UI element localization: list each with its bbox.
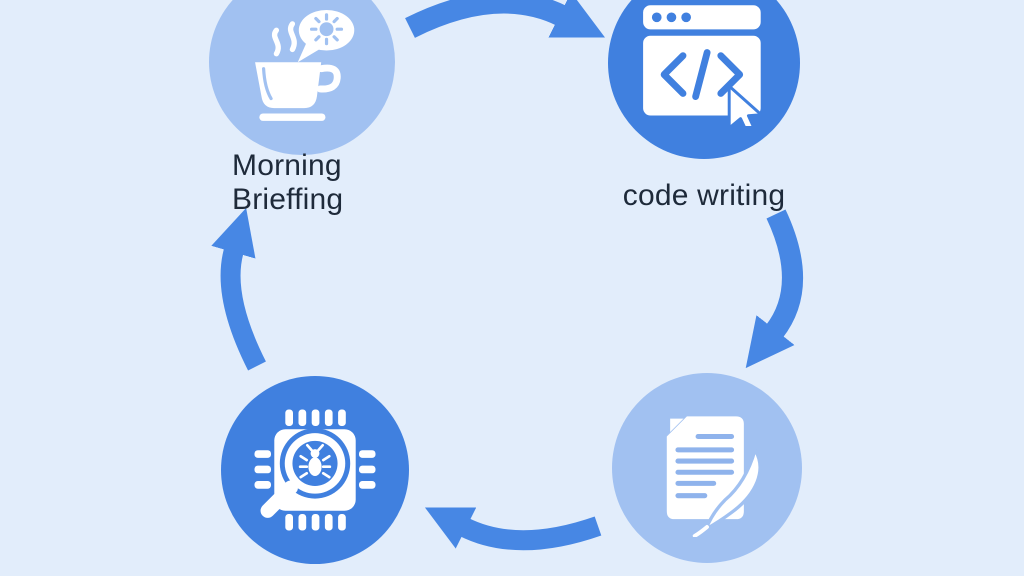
arrow-briefing-to-code	[405, 0, 606, 38]
node-code-writing	[608, 0, 800, 159]
node-debugging	[221, 376, 409, 564]
coffee-cup-sun-bubble-icon	[255, 10, 355, 121]
node-morning-briefing	[209, 0, 395, 155]
arrow-debug-to-briefing	[211, 208, 266, 371]
chip-bug-magnifier-icon	[254, 409, 376, 531]
code-window-cursor-icon	[643, 5, 763, 126]
arrow-document-to-debug	[424, 507, 602, 551]
arrow-code-to-document	[745, 209, 803, 369]
node-label-code-writing: code writing	[622, 179, 786, 212]
node-label-morning-briefing: Morning Brieffing	[232, 149, 344, 216]
document-quill-icon	[666, 416, 762, 537]
node-document-writing	[612, 373, 802, 563]
